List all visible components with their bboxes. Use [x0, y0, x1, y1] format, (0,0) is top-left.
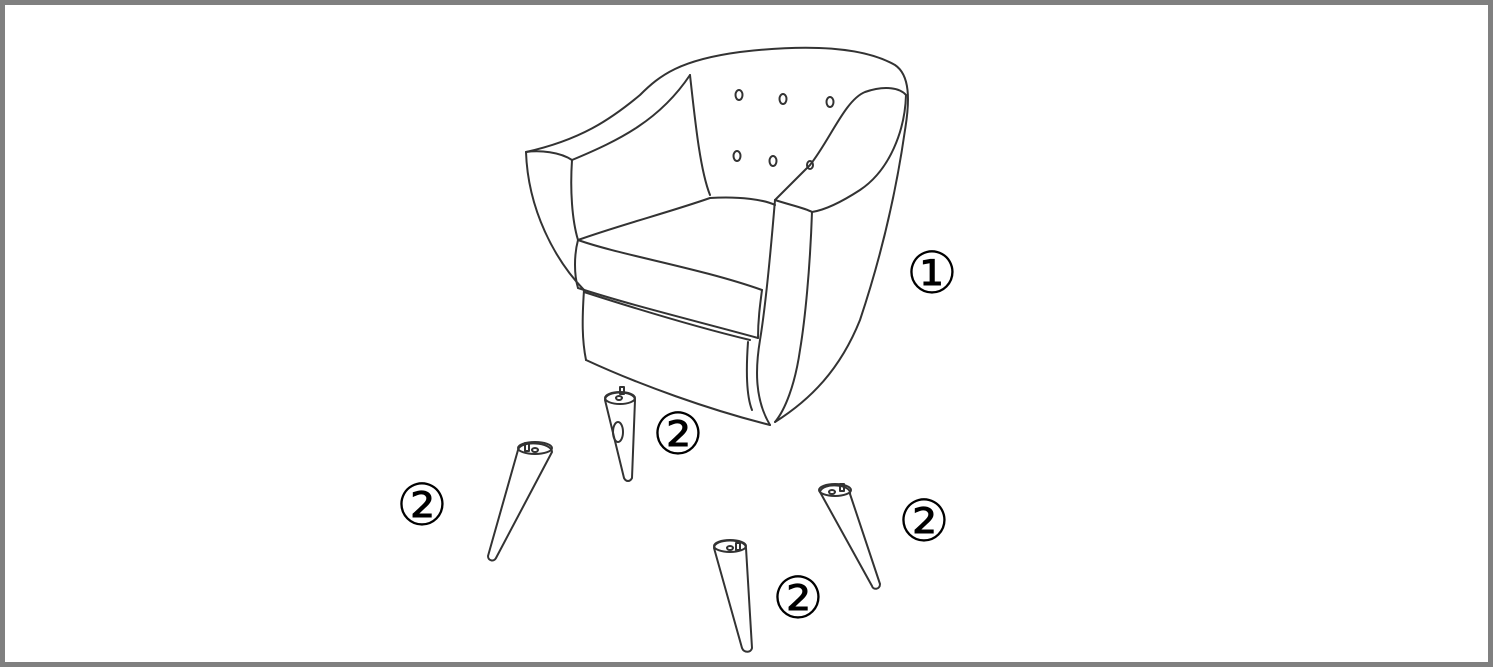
- callout-armchair: ①: [906, 244, 958, 302]
- armchair-drawing: [526, 48, 908, 425]
- callout-leg: ②: [898, 492, 950, 550]
- leg-drawing: [605, 387, 635, 481]
- leg-drawing: [488, 442, 552, 560]
- callout-leg: ②: [652, 405, 704, 463]
- callout-leg: ②: [396, 476, 448, 534]
- leg-drawing: [714, 540, 752, 652]
- leg-drawing: [819, 484, 880, 589]
- callout-leg: ②: [772, 569, 824, 627]
